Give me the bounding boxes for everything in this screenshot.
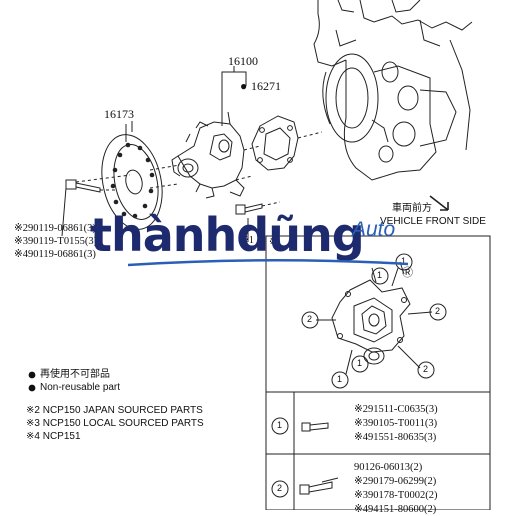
gasket-mark: ● xyxy=(240,79,248,93)
bolt-callout-marker: ※1 xyxy=(240,235,255,246)
leader-lines xyxy=(61,66,249,242)
table-key: 2 xyxy=(277,483,283,493)
note-line: ※3 NCP150 LOCAL SOURCED PARTS xyxy=(26,418,204,429)
table-part: 90126-06013(2) xyxy=(354,462,423,473)
detail-marker: ※ xyxy=(269,237,278,248)
watermark-suffix: Auto xyxy=(352,218,396,241)
table-part: ※291511-C0635(3) xyxy=(354,404,438,415)
vehicle-front-arrow xyxy=(429,195,449,211)
table-bolt-drawings xyxy=(299,422,339,495)
engine-block-drawing xyxy=(313,0,473,181)
detail-callout-label: 1 xyxy=(357,358,363,368)
table-key-circles xyxy=(271,417,289,498)
detail-pump-drawing xyxy=(316,261,433,375)
table-part: ※390178-T0002(2) xyxy=(354,490,438,501)
pump-part-number: 16100 xyxy=(228,54,258,68)
watermark-swoosh xyxy=(128,258,408,267)
legend-jp: 再使用不可部品 xyxy=(40,369,110,380)
detail-callout-label: 2 xyxy=(307,314,313,324)
bolt-left-drawing xyxy=(65,179,118,193)
legend-bullets xyxy=(28,371,36,392)
gasket-part-number: 16271 xyxy=(251,79,281,93)
detail-callout-label: 2 xyxy=(423,364,429,374)
watermark-logo: thànhdũng xyxy=(90,212,365,258)
assembly-lines xyxy=(75,131,323,189)
watermark-brand-part1: thành xyxy=(90,208,237,262)
detail-callout-label: 1 xyxy=(401,256,407,266)
pulley-part-number: 16173 xyxy=(104,107,134,121)
detail-callout-circles xyxy=(301,253,447,389)
table-part: ※290179-06299(2) xyxy=(354,476,437,487)
detail-callout-label: 1 xyxy=(377,270,383,280)
left-part-line: ※490119-06861(3) xyxy=(14,249,96,260)
r-label: Ⓡ xyxy=(402,267,413,279)
vehicle-front-label-en: VEHICLE FRONT SIDE xyxy=(380,216,486,227)
watermark-brand-part2: dũng xyxy=(236,208,364,262)
gasket-drawing xyxy=(251,115,299,171)
pulley-drawing xyxy=(101,121,163,230)
table-part: ※494151-80600(2) xyxy=(354,504,437,515)
table-part: ※491551-80635(3) xyxy=(354,432,437,443)
table-key: 1 xyxy=(277,420,283,430)
legend-en: Non-reusable part xyxy=(40,382,121,393)
note-line: ※4 NCP151 xyxy=(26,431,81,442)
bolt-middle-drawing xyxy=(235,201,281,215)
detail-box xyxy=(265,235,491,510)
detail-callout-label: 1 xyxy=(337,374,343,384)
vehicle-front-label-jp: 車両前方 xyxy=(392,203,432,214)
detail-callout-label: 2 xyxy=(435,306,441,316)
table-part: ※390105-T0011(3) xyxy=(354,418,438,429)
left-part-line: ※390119-T0155(3) xyxy=(14,236,98,247)
note-line: ※2 NCP150 JAPAN SOURCED PARTS xyxy=(26,405,203,416)
left-part-line: ※290119-06861(3) xyxy=(14,223,96,234)
water-pump-drawing xyxy=(171,111,245,199)
